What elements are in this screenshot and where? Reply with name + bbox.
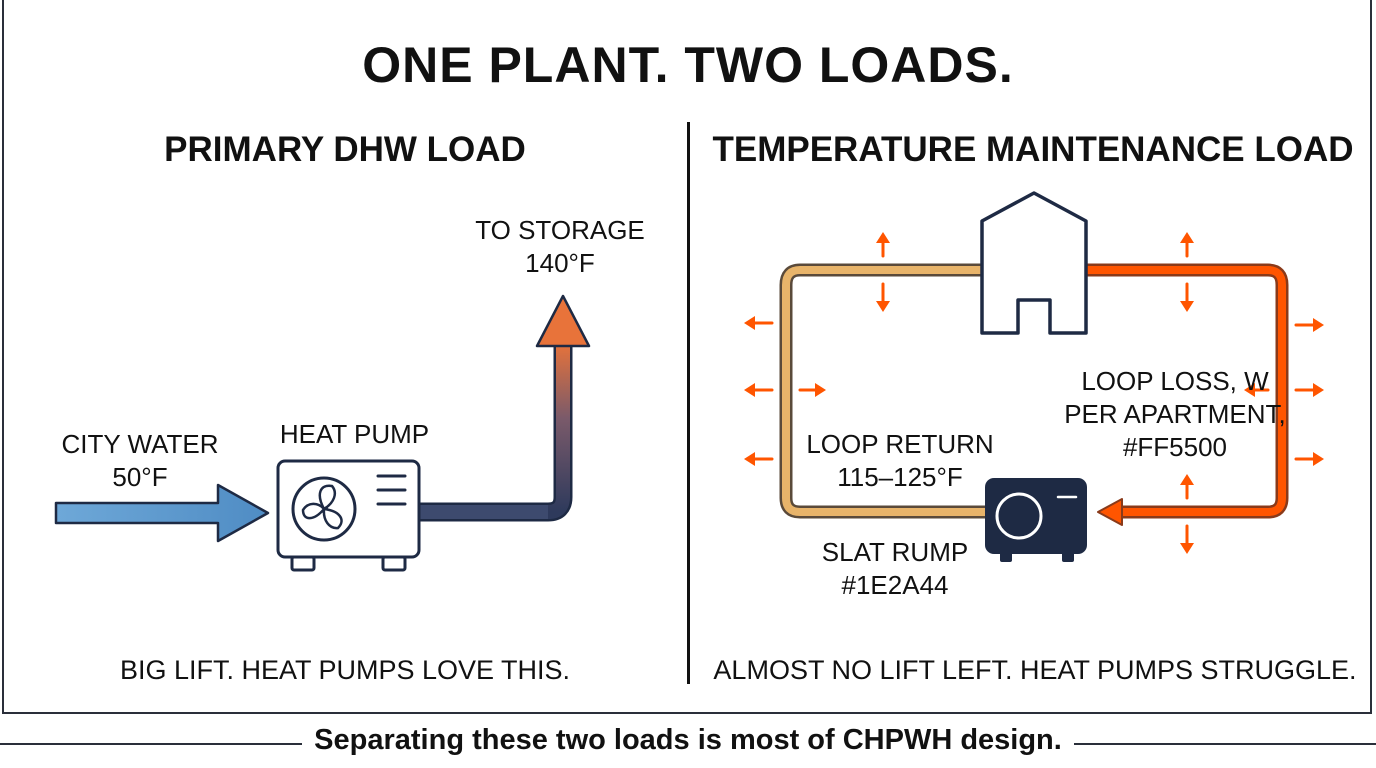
footer-rule-left [0, 743, 306, 745]
to-storage-temperature: 140°F [525, 248, 595, 278]
city-water-label-line1: CITY WATER [61, 429, 219, 459]
diagram-frame [2, 0, 1372, 714]
footer-note-text: Separating these two loads is most of CH… [302, 724, 1074, 756]
loop-loss-label: LOOP LOSS, W PER APARTMENT, #FF5500 [1050, 365, 1300, 464]
temperature-maintenance-heading: TEMPERATURE MAINTENANCE LOAD [712, 130, 1354, 169]
city-water-label: CITY WATER 50°F [50, 428, 230, 494]
temperature-maintenance-caption: ALMOST NO LIFT LEFT. HEAT PUMPS STRUGGLE… [713, 655, 1357, 685]
loop-return-temperature: 115–125°F [837, 462, 963, 492]
heat-loss-arrow-icon [744, 232, 1324, 554]
footer-note: Separating these two loads is most of CH… [0, 724, 1376, 757]
loop-loss-label-line3: #FF5500 [1122, 432, 1228, 462]
to-storage-label-line1: TO STORAGE [475, 215, 645, 245]
building-icon [980, 191, 1088, 335]
heat-pump-label: HEAT PUMP [279, 419, 430, 449]
city-water-temperature: 50°F [112, 462, 168, 492]
pump-icon [985, 478, 1087, 562]
city-water-arrow [54, 483, 270, 543]
loop-return-label: LOOP RETURN 115–125°F [800, 428, 1000, 494]
to-storage-arrow [418, 294, 591, 522]
pump-label: SLAT RUMP #1E2A44 [805, 536, 985, 602]
section-divider [687, 122, 690, 684]
fan-icon [291, 476, 357, 542]
loop-return-label-line1: LOOP RETURN [806, 429, 994, 459]
primary-dhw-heading: PRIMARY DHW LOAD [164, 130, 526, 169]
loop-supply-pipe [1085, 263, 1289, 526]
pump-label-line2: #1E2A44 [841, 570, 949, 600]
loop-loss-label-line2: PER APARTMENT, [1064, 399, 1286, 429]
loop-loss-label-line1: LOOP LOSS, W [1081, 366, 1269, 396]
footer-rule-right [1070, 743, 1376, 745]
to-storage-label: TO STORAGE 140°F [460, 214, 660, 280]
pump-label-line1: SLAT RUMP [821, 537, 969, 567]
page-title: ONE PLANT. TWO LOADS. [362, 37, 1014, 93]
primary-dhw-caption: BIG LIFT. HEAT PUMPS LOVE THIS. [119, 655, 571, 685]
loop-return-pipe [779, 263, 985, 519]
